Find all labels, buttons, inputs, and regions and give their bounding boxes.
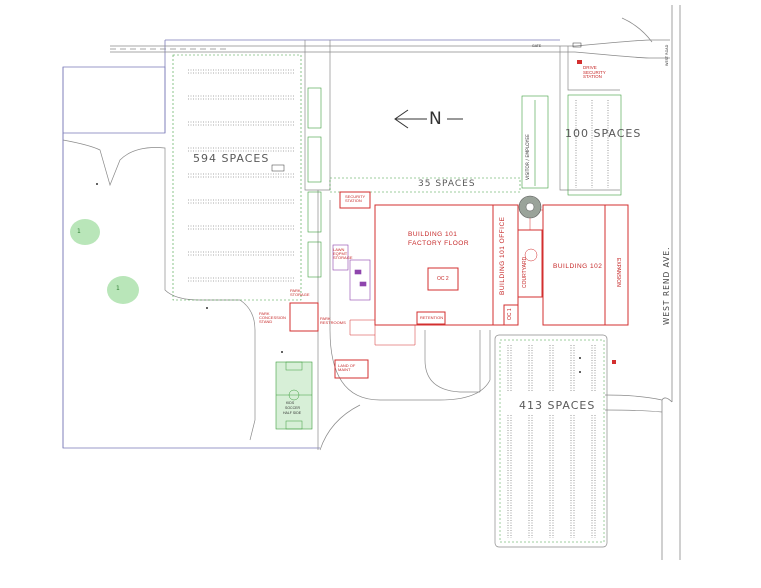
west-road-small-label: WEST ROAD: [665, 44, 669, 66]
gate-label: GATE: [532, 44, 542, 48]
park-concession-label: PARK CONCESSION STAND: [259, 311, 286, 324]
west-rend-ave-label: WEST REND AVE.: [662, 246, 671, 325]
property-boundary: [62, 39, 560, 449]
ballfield-2-label: 1: [116, 285, 120, 292]
north-label: N: [429, 109, 443, 129]
parking-rows-100: [575, 100, 609, 188]
label-413-spaces: 413 SPACES: [519, 399, 596, 412]
interior-roads: [304, 40, 663, 451]
label-100-spaces: 100 SPACES: [565, 127, 642, 140]
park-restrooms-label: PARK RESTROOMS: [320, 316, 346, 325]
oc2-label: OC 2: [437, 276, 449, 282]
visitor-employee-parking: [521, 95, 549, 189]
building-101-factory-label-2: FACTORY FLOOR: [408, 240, 470, 247]
lawn-equipment-area: [332, 244, 371, 301]
courtyard-label: COURTYARD: [522, 256, 528, 288]
oc1-label: OC 1: [507, 308, 513, 320]
drive-security-station-label: DRIVE SECURITY STATION: [583, 65, 606, 79]
ballfield-1-label: 1: [77, 228, 81, 235]
entry-plaza-center: [525, 202, 535, 212]
security-station-label: SECURITY STATION: [345, 194, 366, 203]
lawn-equipment-label: LAWN EQPMT STORAGE: [333, 247, 353, 260]
kids-soccer-label-1: KIDS: [286, 401, 295, 405]
land-of-maint-label: LAND OF MAINT: [338, 363, 356, 372]
kids-soccer-label-2: SOCCER: [285, 406, 300, 410]
north-arrow: [394, 109, 463, 129]
ballfield-area: [62, 139, 256, 441]
parking-lot-594: [172, 54, 322, 301]
ballfield-1-green: [70, 219, 100, 245]
parking-lot-413-green-border: [499, 339, 605, 543]
building-101-office-label: BUILDING 101 OFFICE: [499, 216, 506, 296]
kids-soccer-label-3: HALF SIDE: [283, 411, 302, 415]
park-storage-label: PARK STORAGE: [290, 288, 310, 297]
expansion-label: EXPANSION: [615, 258, 621, 287]
buildings: [289, 191, 629, 379]
building-102-label: BUILDING 102: [553, 263, 603, 270]
courtyard-circle: [524, 248, 538, 262]
top-access-road: [110, 17, 670, 59]
label-35-spaces: 35 SPACES: [418, 179, 476, 189]
parking-lot-100: [567, 94, 622, 196]
parking-strip-35: [329, 177, 521, 193]
parking-lot-413: [494, 334, 608, 548]
misc-markers: [96, 42, 616, 373]
label-594-spaces: 594 SPACES: [193, 152, 270, 165]
building-101-factory-label-1: BUILDING 101: [408, 231, 458, 238]
visitor-employee-label: VISITOR / EMPLOYEE: [526, 134, 531, 180]
west-rend-ave-road: [661, 5, 681, 560]
ballfield-2-green: [107, 276, 139, 304]
parking-rows-413: [507, 345, 596, 538]
parking-rows-594: [188, 69, 295, 282]
soccer-field: [275, 361, 313, 430]
retention-label: RETENTION: [420, 315, 444, 320]
